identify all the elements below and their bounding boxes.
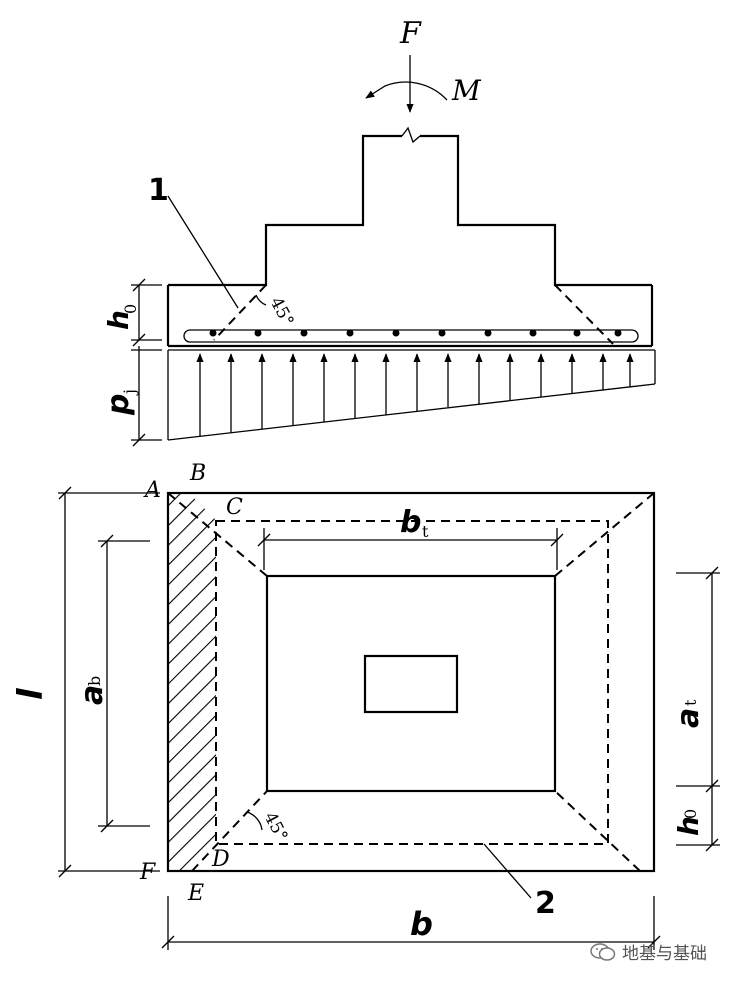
- h0-plan-sub: 0: [681, 809, 700, 819]
- point-B: B: [189, 461, 206, 486]
- pedestal-outline: [265, 574, 557, 793]
- diag-top-right: [554, 492, 655, 577]
- punch-cone-right: [554, 284, 614, 345]
- angle-arc-top: [255, 294, 267, 306]
- h0-top-sub: 0: [121, 304, 140, 314]
- callout-1-label: 1: [148, 173, 169, 208]
- l-label: l: [11, 687, 51, 700]
- column-outline: [168, 134, 652, 287]
- at-label: a: [671, 708, 706, 728]
- h0-top-label: h: [102, 310, 135, 330]
- plan-view: 45° A B C D E F b t l a b: [11, 461, 720, 950]
- point-E: E: [187, 881, 204, 906]
- bt-sub: t: [422, 522, 429, 541]
- rebar: [183, 329, 639, 343]
- h0-plan-label: h: [672, 816, 705, 836]
- pj-sub: j: [120, 389, 139, 396]
- rebar-dots: [209, 329, 622, 337]
- angle-arc-bottom: [246, 811, 263, 831]
- pressure-bottom-line: [167, 383, 656, 441]
- diag-bottom-left: [191, 790, 268, 872]
- bt-label: b: [400, 505, 421, 540]
- break-mark: [401, 126, 421, 144]
- point-D: D: [211, 847, 230, 872]
- angle-label-top: 45°: [266, 294, 298, 330]
- callout-1-leader: [167, 195, 239, 309]
- point-C: C: [226, 495, 243, 520]
- ab-label: a: [75, 685, 110, 705]
- pressure-arrows: [196, 353, 634, 436]
- column-section: [363, 654, 459, 714]
- point-A: A: [143, 478, 161, 503]
- pj-label: p: [101, 394, 136, 416]
- moment-label: M: [451, 74, 482, 107]
- elevation-view: F M 45° 1: [101, 16, 656, 447]
- punching-perimeter: [215, 520, 609, 845]
- b-label: b: [410, 905, 433, 943]
- watermark: 地基与基础: [590, 939, 707, 964]
- punch-cone-left: [213, 284, 267, 341]
- callout-2-leader: [483, 843, 532, 899]
- diag-bottom-right: [554, 790, 641, 872]
- angle-label-bottom: 45°: [260, 809, 292, 845]
- moment-arrow: [365, 81, 448, 101]
- hatched-strip: [168, 493, 216, 871]
- watermark-text: 地基与基础: [622, 944, 707, 964]
- force-label: F: [399, 16, 422, 51]
- wechat-icon: [590, 942, 616, 961]
- point-F: F: [139, 860, 156, 885]
- diag-top-left: [167, 492, 268, 577]
- callout-2-label: 2: [535, 886, 556, 921]
- ab-sub: b: [85, 676, 104, 686]
- at-sub: t: [681, 699, 700, 706]
